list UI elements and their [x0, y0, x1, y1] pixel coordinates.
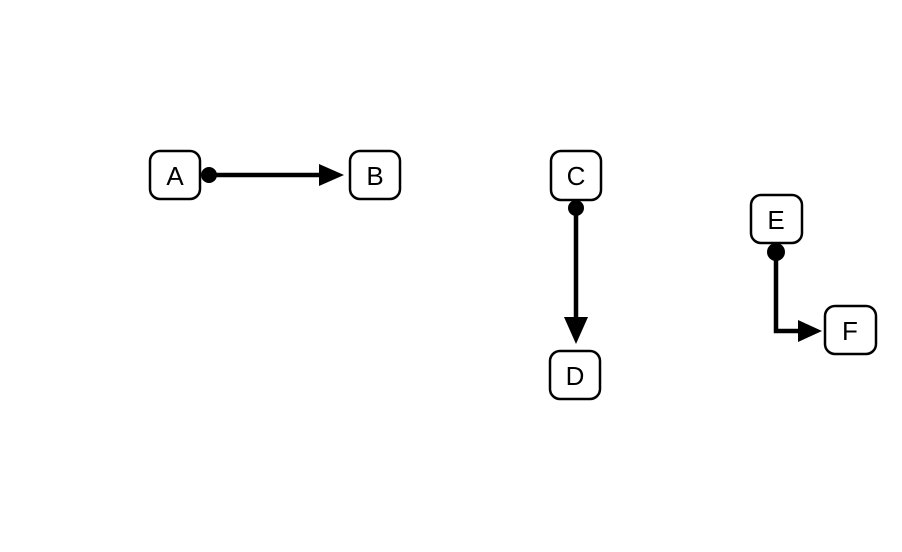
node-E-box [749, 193, 804, 245]
node-D: D [548, 349, 602, 401]
node-F-label: F [842, 316, 858, 346]
node-B: B [348, 149, 402, 201]
node-F: F [823, 304, 878, 356]
node-C-label: C [567, 161, 586, 191]
node-C-box [549, 149, 603, 202]
edge-A-to-B [201, 164, 344, 186]
node-B-box [348, 149, 402, 201]
node-A-label: A [166, 161, 184, 191]
node-B-label: B [366, 161, 383, 191]
edge-E-to-F-line [773, 252, 799, 334]
node-C: C [549, 149, 603, 202]
node-D-label: D [566, 361, 585, 391]
node-E: E [749, 193, 804, 245]
node-F-box [823, 304, 878, 356]
node-D-box [548, 349, 602, 401]
edge-E-to-F-arrowhead-icon [798, 320, 822, 342]
node-E-label: E [767, 205, 784, 235]
node-A: A [148, 149, 202, 201]
edge-E-to-F [767, 243, 822, 342]
edge-C-to-D-arrowhead-icon [564, 317, 588, 344]
edge-A-to-B-arrowhead-icon [319, 164, 344, 186]
node-A-box [148, 149, 202, 201]
edge-C-to-D [564, 200, 588, 344]
